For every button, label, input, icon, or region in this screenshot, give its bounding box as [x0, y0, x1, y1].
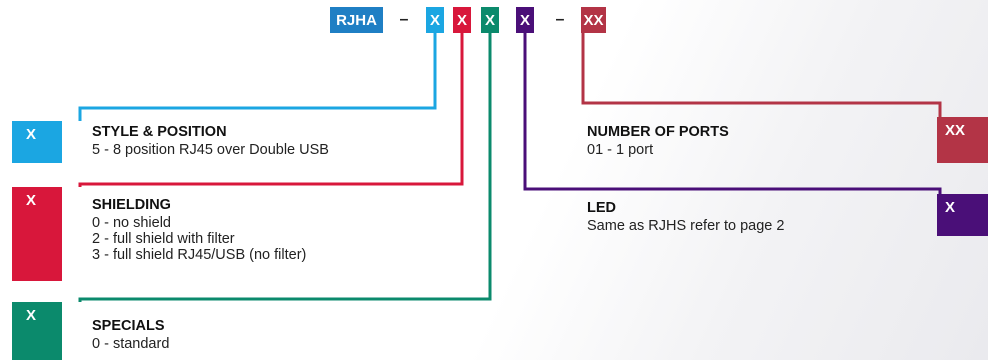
ports-line-1: 01 - 1 port — [587, 142, 654, 158]
connector-shielding — [78, 33, 464, 187]
style-description: STYLE & POSITION 5 - 8 position RJ45 ove… — [92, 124, 329, 158]
style-title: STYLE & POSITION — [92, 124, 227, 140]
ports-tab: XX — [937, 117, 988, 163]
shielding-line-1: 0 - no shield — [92, 215, 171, 231]
connector-led — [523, 33, 942, 194]
specials-line-1: 0 - standard — [92, 336, 170, 352]
code-dash-2: – — [555, 11, 565, 28]
ports-title: NUMBER OF PORTS — [587, 124, 729, 140]
ports-description: NUMBER OF PORTS 01 - 1 port — [587, 124, 729, 158]
led-line-1: Same as RJHS refer to page 2 — [587, 218, 785, 234]
led-description: LED Same as RJHS refer to page 2 — [587, 200, 784, 234]
connector-style — [78, 33, 437, 121]
shielding-line-3: 3 - full shield RJ45/USB (no filter) — [92, 247, 307, 263]
code-shielding-x: X — [453, 7, 471, 33]
code-dash-1: – — [399, 11, 409, 28]
shielding-title: SHIELDING — [92, 197, 171, 213]
code-style-x: X — [426, 7, 444, 33]
specials-description: SPECIALS 0 - standard — [92, 318, 169, 352]
connector-specials — [78, 33, 492, 302]
specials-tab: X — [12, 302, 62, 360]
connector-ports — [581, 33, 942, 117]
led-tab: X — [937, 194, 988, 236]
shielding-description: SHIELDING 0 - no shield 2 - full shield … — [92, 197, 306, 263]
code-specials-x: X — [481, 7, 499, 33]
shielding-line-2: 2 - full shield with filter — [92, 231, 235, 247]
code-led-x: X — [516, 7, 534, 33]
style-line-1: 5 - 8 position RJ45 over Double USB — [92, 142, 329, 158]
specials-title: SPECIALS — [92, 318, 165, 334]
code-ports-xx: XX — [581, 7, 606, 33]
shielding-tab: X — [12, 187, 62, 281]
style-tab: X — [12, 121, 62, 163]
code-prefix: RJHA — [330, 7, 383, 33]
led-title: LED — [587, 200, 616, 216]
